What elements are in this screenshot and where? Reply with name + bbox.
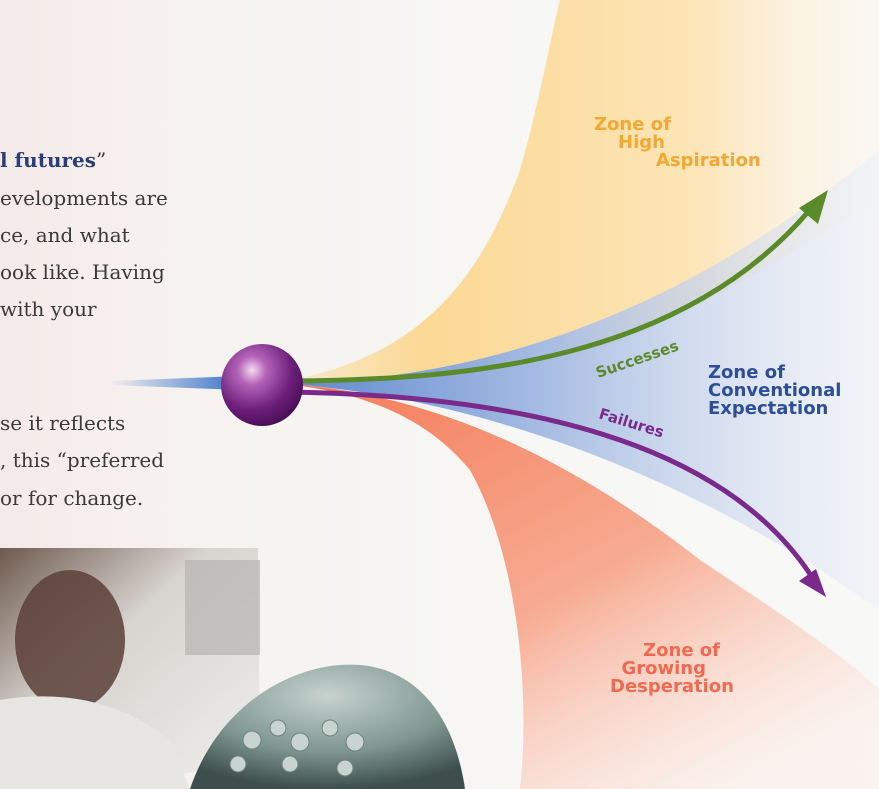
body-line-6: , this “preferred xyxy=(0,448,165,472)
origin-stem xyxy=(110,376,240,390)
zone-desperation-line-2: Growing xyxy=(621,658,706,679)
body-line-1: evelopments are xyxy=(0,186,168,210)
zone-conventional-line-2: Conventional xyxy=(708,380,842,401)
zone-conventional-line-3: Expectation xyxy=(708,398,829,419)
zone-desperation-line-1: Zone of xyxy=(643,640,720,661)
body-line-4: with your xyxy=(0,297,97,321)
heading-text: l futures xyxy=(0,148,97,172)
body-line-3: ook like. Having xyxy=(0,260,165,284)
zone-desperation-area xyxy=(275,383,879,789)
origin-ball xyxy=(221,344,303,426)
zone-high-line-1: Zone of xyxy=(594,114,671,135)
scientist-photo xyxy=(0,548,260,789)
successes-path xyxy=(289,210,810,384)
zone-high-aspiration-label: Zone of High Aspiration xyxy=(594,116,761,170)
zone-conventional-label: Zone of Conventional Expectation xyxy=(708,364,841,418)
body-line-2: ce, and what xyxy=(0,223,130,247)
failures-arrowhead xyxy=(799,569,826,597)
zone-conventional-line-1: Zone of xyxy=(708,362,785,383)
successes-arrowhead xyxy=(799,190,828,224)
zone-desperation-label: Zone of Growing Desperation xyxy=(610,640,734,697)
zone-high-line-3: Aspiration xyxy=(656,150,761,171)
heading-line: l futures” xyxy=(0,150,106,170)
heading-close-quote: ” xyxy=(96,148,107,172)
body-line-5: se it reflects xyxy=(0,411,126,435)
failures-path xyxy=(289,389,813,576)
zone-desperation-line-3: Desperation xyxy=(610,676,734,697)
body-line-7: or for change. xyxy=(0,486,144,510)
zone-high-line-2: High xyxy=(618,132,665,153)
molecule-globe xyxy=(190,664,465,789)
